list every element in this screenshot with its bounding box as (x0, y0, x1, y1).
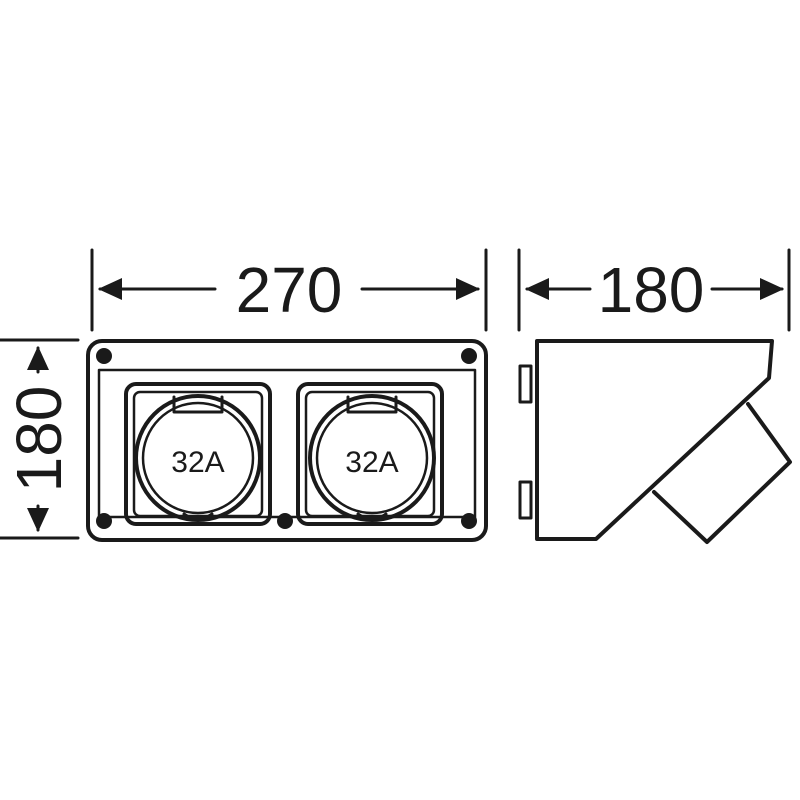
socket-outlet: 32A (296, 382, 444, 526)
arrow-right-icon (456, 278, 480, 300)
width-dimension: 270 (90, 248, 488, 332)
arrow-left-icon (98, 278, 122, 300)
arrow-right-icon (760, 278, 784, 300)
height-dimension: 180 (0, 338, 80, 540)
socket-rating-label: 32A (171, 446, 224, 479)
socket-rating-label: 32A (345, 446, 398, 479)
enclosure-outline (86, 339, 488, 542)
cover-hinge-icon (346, 395, 398, 414)
socket-outlet: 32A (124, 382, 272, 526)
mounting-tab-icon (518, 480, 533, 520)
front-view: 32A 32A (86, 339, 488, 542)
arrow-up-icon (27, 346, 49, 370)
cover-latch-icon (356, 512, 388, 521)
housing-profile (535, 339, 774, 541)
side-depth-label: 180 (598, 254, 705, 326)
cover-latch-icon (182, 512, 214, 521)
screw-icon (277, 513, 293, 529)
screw-icon (461, 348, 477, 364)
cover-hinge-icon (172, 395, 224, 414)
screw-icon (96, 348, 112, 364)
front-width-label: 270 (236, 254, 343, 326)
depth-dimension: 180 (517, 248, 791, 332)
mounting-tab-icon (518, 364, 533, 404)
arrow-down-icon (27, 508, 49, 532)
arrow-left-icon (525, 278, 549, 300)
side-view (518, 339, 792, 544)
screw-icon (96, 513, 112, 529)
socket-body-profile (652, 402, 792, 544)
screw-icon (461, 513, 477, 529)
front-height-label: 180 (3, 386, 75, 493)
